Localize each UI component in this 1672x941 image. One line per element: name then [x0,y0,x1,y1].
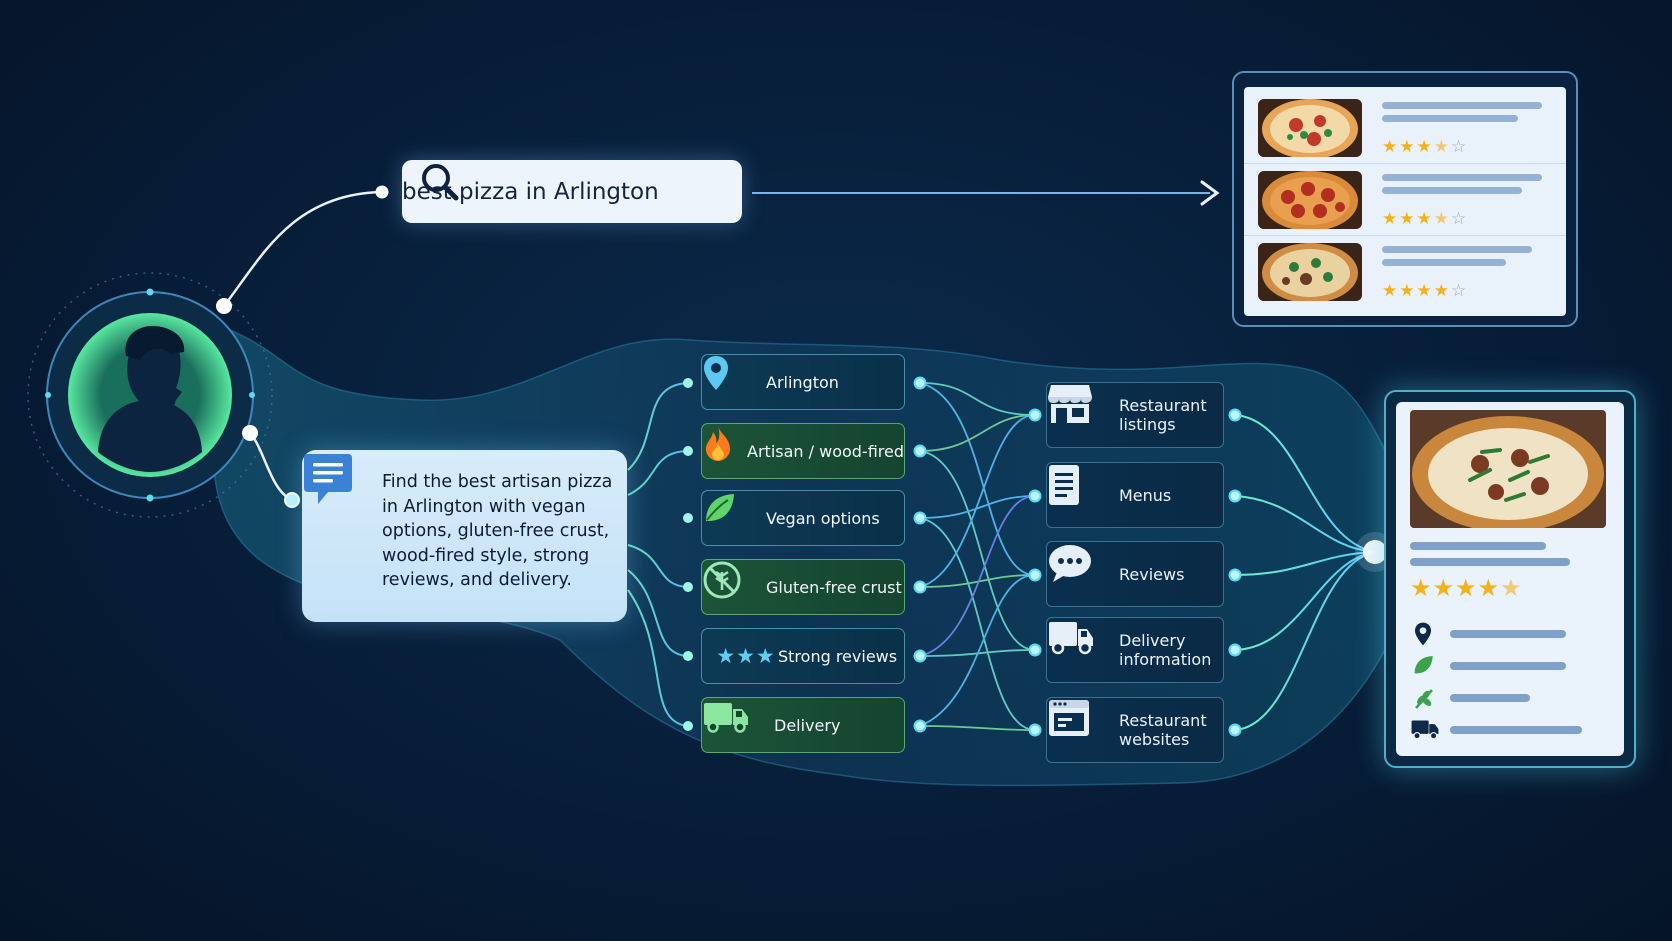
rating-stars: ★★★★★ [1410,574,1523,602]
criterion-label: Artisan / wood-fired [747,441,904,461]
search-icon [422,164,459,201]
criterion-label: Vegan options [766,508,880,528]
detail-line [1450,694,1530,702]
result-title-bar [1382,174,1542,181]
source-menus[interactable]: Menus [1046,462,1224,528]
result-title-bar [1382,102,1542,109]
wheat-icon [1415,689,1433,709]
card-title-bar [1410,542,1546,550]
delivery-truck-icon [1049,622,1107,673]
source-label: Reviews [1119,564,1185,584]
criterion-vegan-options[interactable]: Vegan options [701,490,905,546]
result-title-bar [1382,246,1532,253]
rating-stars: ★★★★☆ [1382,137,1469,157]
criterion-arlington[interactable]: Arlington [701,354,905,410]
storefront-icon [1048,385,1107,438]
location-pin-icon [704,356,766,402]
prompt-text: Find the best artisan pizza in Arlington… [382,472,613,590]
result-detail-bar [1382,187,1522,194]
criterion-label: Delivery [774,715,841,735]
pizza-thumbnail [1258,171,1362,229]
source-label: Menus [1119,485,1172,505]
user-avatar-icon [98,326,202,472]
pizza-thumbnail [1258,99,1362,157]
prompt-card: Find the best artisan pizza in Arlington… [302,450,627,622]
search-query: best pizza in Arlington [402,178,659,205]
document-icon [1049,465,1107,518]
detail-line [1450,726,1582,734]
search-results-panel: ★★★★☆ ★★★★☆ ★★★★☆ [1232,71,1578,327]
detail-line [1450,662,1566,670]
criterion-strong-reviews[interactable]: ★★★ Strong reviews [701,628,905,684]
delivery-truck-icon [704,703,774,745]
leaf-icon [706,494,766,538]
avatar-outer-ring [27,272,273,518]
pizza-photo [1410,410,1606,528]
browser-window-icon [1049,700,1107,753]
rating-stars: ★★★★☆ [1382,209,1469,229]
speech-bubble-icon [1049,545,1107,597]
criterion-gluten-free-crust[interactable]: Gluten-free crust [701,559,905,615]
result-row[interactable]: ★★★★☆ [1244,165,1566,236]
criterion-delivery[interactable]: Delivery [701,697,905,753]
rating-stars: ★★★★☆ [1382,281,1469,301]
no-gluten-icon [703,561,766,607]
flame-icon [706,426,747,471]
three-stars-icon: ★★★ [716,644,776,668]
delivery-truck-icon [1411,720,1439,740]
criterion-label: Strong reviews [778,646,898,666]
criterion-label: Gluten-free crust [766,577,902,597]
result-row[interactable]: ★★★★☆ [1244,93,1566,164]
result-detail-bar [1382,115,1518,122]
criterion-artisan-wood-fired[interactable]: Artisan / wood-fired [701,423,905,479]
chat-message-icon [304,454,352,504]
card-subtitle-bar [1410,558,1570,566]
detail-line [1450,630,1566,638]
result-row[interactable]: ★★★★☆ [1244,237,1566,307]
result-detail-bar [1382,259,1506,266]
criterion-label: Arlington [766,372,839,392]
search-bar[interactable]: best pizza in Arlington [402,160,742,223]
pizza-thumbnail [1258,243,1362,301]
source-reviews[interactable]: Reviews [1046,541,1224,607]
leaf-icon [1414,655,1433,674]
location-pin-icon [1415,622,1431,646]
selected-restaurant-card[interactable]: ★★★★★ [1384,390,1636,768]
